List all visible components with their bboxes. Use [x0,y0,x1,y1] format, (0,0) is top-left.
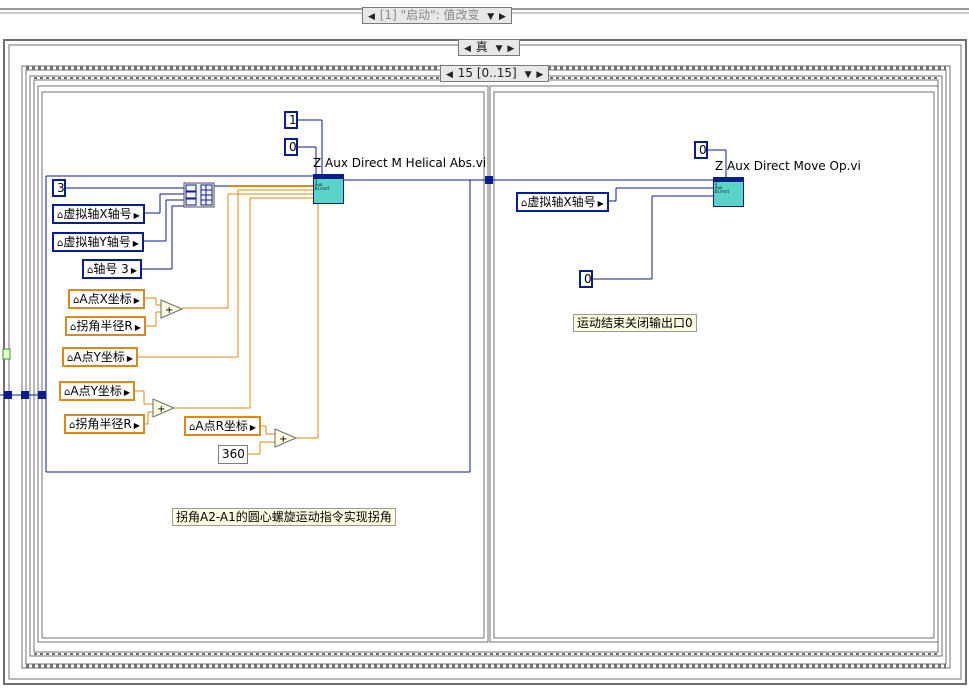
dbl-wires [134,185,322,455]
triangle-right-icon: ▶ [123,388,131,397]
move-op-vi-label: Z Aux Direct Move Op.vi [715,159,861,173]
frame-input-tunnel [38,391,46,399]
local-a-r[interactable]: ⌂A点R坐标▶ [184,416,262,436]
constant-0-right-top[interactable]: 0 [694,141,708,159]
svg-text:+: + [279,434,287,445]
home-icon: ⌂ [87,265,94,276]
constant-3[interactable]: 3 [52,179,66,197]
triangle-right-icon: ▶ [133,296,140,305]
prev-case-arrow-icon[interactable]: ◀ [368,12,375,22]
add-node-2: + [152,398,176,418]
int-wires [0,119,727,473]
dropdown-arrow-icon[interactable]: ▼ [524,70,532,80]
dropdown-arrow-icon[interactable]: ▼ [495,44,503,54]
home-icon: ⌂ [64,387,71,398]
left-frame-comment[interactable]: 拐角A2-A1的圆心螺旋运动指令实现拐角 [172,508,396,526]
triangle-right-icon: ▶ [134,323,141,332]
case-input-tunnel [4,391,12,399]
next-case-arrow-icon[interactable]: ▶ [499,12,506,22]
local-a-x[interactable]: ⌂A点X坐标▶ [68,289,145,309]
prev-frame-arrow-icon[interactable]: ◀ [446,70,453,80]
triangle-right-icon: ▶ [133,421,140,430]
home-icon: ⌂ [73,295,80,306]
local-corner-r1[interactable]: ⌂拐角半径R▶ [65,316,146,336]
home-icon: ⌂ [70,322,77,333]
right-frame-border [489,85,939,643]
dropdown-arrow-icon[interactable]: ▼ [487,12,495,22]
constant-0-right-bottom[interactable]: 0 [579,270,593,288]
build-array-node [183,182,215,208]
event-case-selector[interactable]: ◀ [1] "启动": 值改变 ▼ ▶ [362,7,512,24]
svg-text:+: + [165,305,173,316]
local-a-y1[interactable]: ⌂A点Y坐标▶ [62,347,139,367]
local-a-y2[interactable]: ⌂A点Y坐标▶ [59,381,136,401]
add-node-1: + [160,299,184,319]
boolean-selector-tunnel [2,348,11,360]
case-selector[interactable]: ◀ 真 ▼ ▶ [458,39,521,56]
home-icon: ⌂ [189,422,196,433]
triangle-right-icon: ▶ [249,423,257,432]
triangle-right-icon: ▶ [132,239,139,248]
triangle-right-icon: ▶ [597,199,604,208]
home-icon: ⌂ [521,198,528,209]
triangle-right-icon: ▶ [126,354,134,363]
local-axis-no[interactable]: ⌂轴号 3▶ [82,259,142,279]
triangle-right-icon: ▶ [133,211,140,220]
home-icon: ⌂ [67,353,74,364]
left-frame-border [37,85,489,643]
triangle-right-icon: ▶ [130,266,137,275]
home-icon: ⌂ [69,420,76,431]
right-frame-comment[interactable]: 运动结束关闭输出口0 [573,314,697,332]
home-icon: ⌂ [57,210,64,221]
sequence-frame-selector[interactable]: ◀ 15 [0..15] ▼ ▶ [440,65,550,82]
local-virtual-x-right[interactable]: ⌂虚拟轴X轴号▶ [516,192,609,212]
constant-0[interactable]: 0 [284,138,298,156]
sequence-input-tunnel [21,391,29,399]
next-frame-arrow-icon[interactable]: ▶ [536,70,544,80]
home-icon: ⌂ [57,238,64,249]
add-node-3: + [274,428,298,448]
constant-1[interactable]: 1 [284,111,298,129]
frame-output-tunnel [485,176,493,184]
svg-text:+: + [157,404,165,415]
local-corner-r2[interactable]: ⌂拐角半径R▶ [64,414,145,434]
next-case-arrow-icon[interactable]: ▶ [507,44,515,54]
local-virtual-x[interactable]: ⌂虚拟轴X轴号▶ [52,204,145,224]
constant-360[interactable]: 360 [218,445,248,464]
case-structure-frame [3,39,967,685]
helical-vi-label: Z Aux Direct M Helical Abs.vi [313,156,487,170]
local-virtual-y[interactable]: ⌂虚拟轴Y轴号▶ [52,232,144,252]
prev-case-arrow-icon[interactable]: ◀ [464,44,471,54]
